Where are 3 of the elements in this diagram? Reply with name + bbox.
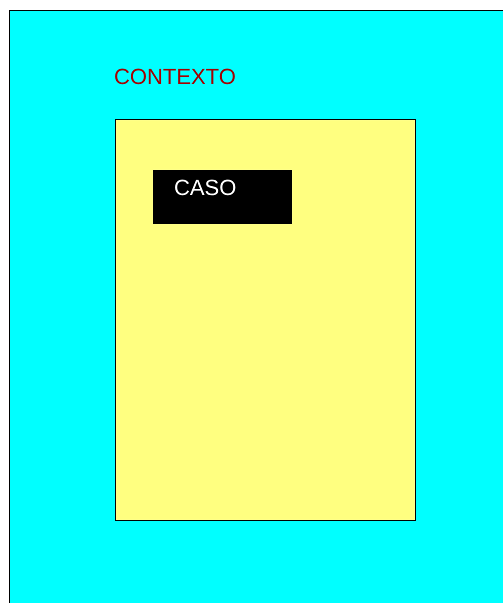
- context-background: [9, 10, 503, 603]
- panel-heading: CONTEXTO: [114, 63, 236, 91]
- case-box: CASO: [153, 170, 292, 224]
